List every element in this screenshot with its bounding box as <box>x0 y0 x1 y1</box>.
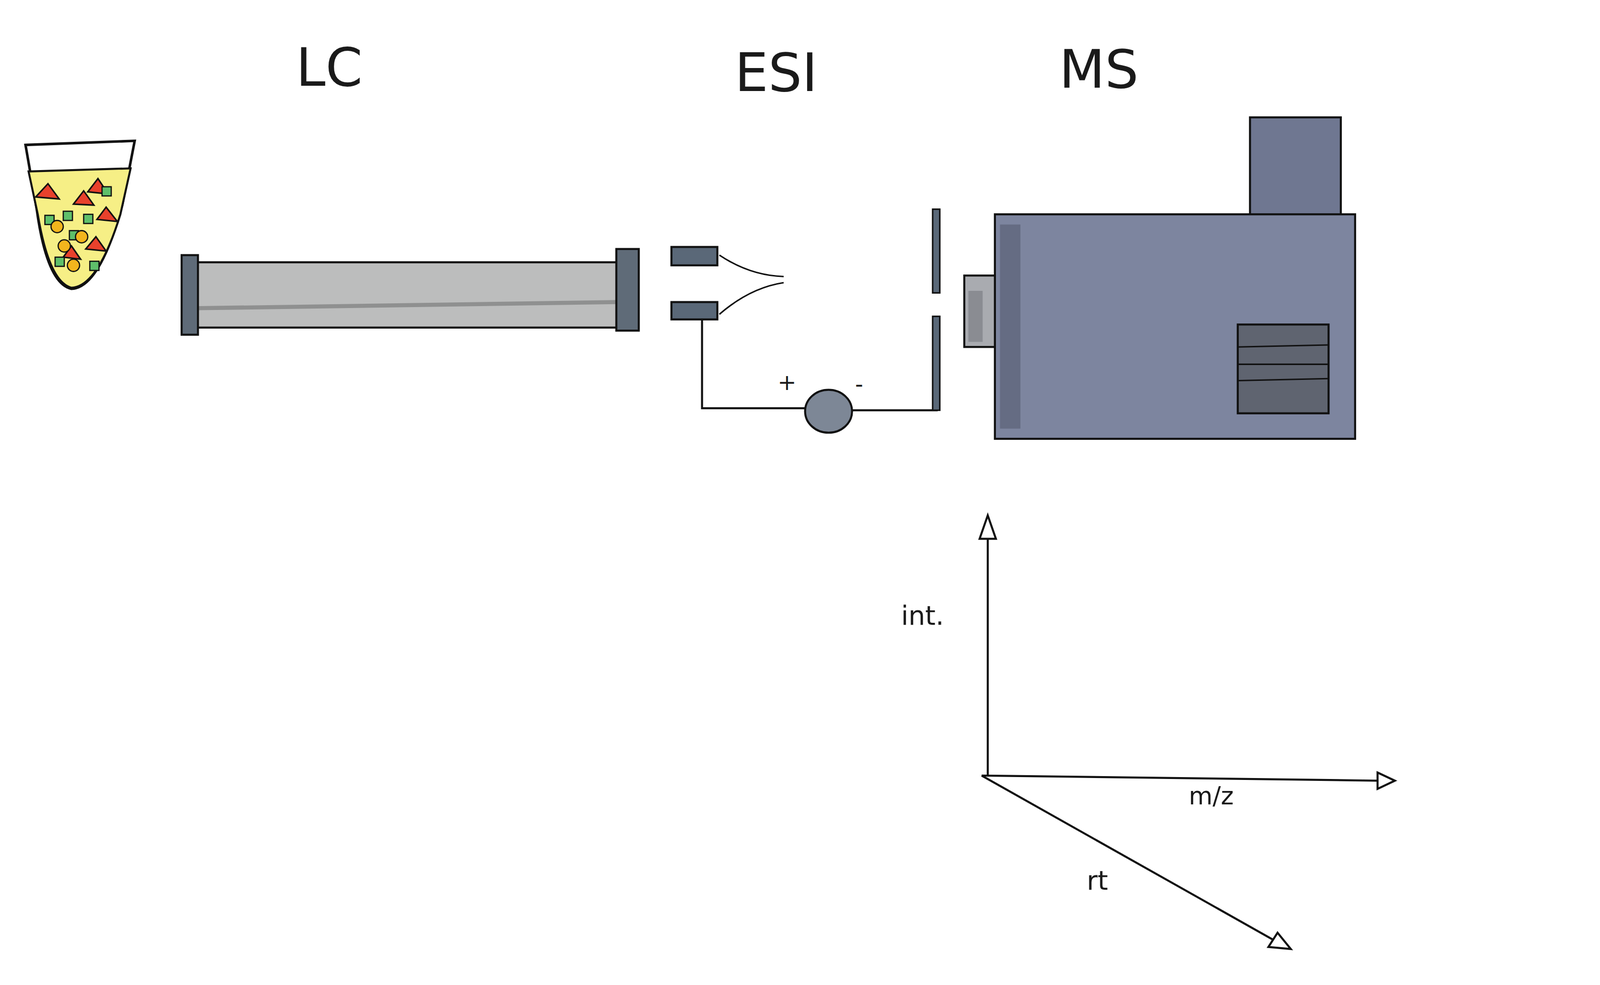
analyte-circle <box>51 220 64 233</box>
analyte-triangle <box>73 190 94 206</box>
column-body <box>194 262 621 328</box>
ms-body <box>994 214 1356 439</box>
rt-axis <box>981 775 1281 944</box>
emitter-electrode <box>671 246 718 265</box>
intensity-axis <box>986 530 989 776</box>
emitter-electrode <box>671 302 718 320</box>
axis-label: rt <box>1086 867 1109 894</box>
ms-inlet <box>964 275 995 347</box>
analyte-square <box>63 211 73 221</box>
analyte-circle <box>75 230 89 243</box>
analyte-circle <box>57 240 71 253</box>
axis-label: m/z <box>1188 783 1235 809</box>
lc-column <box>181 249 639 335</box>
mz-axis <box>981 775 1380 781</box>
analyte-square <box>89 261 99 271</box>
section-heading: ESI <box>734 45 818 100</box>
polarity-sign: - <box>855 373 864 397</box>
voltage-source <box>805 389 853 433</box>
counter-electrode <box>932 209 940 294</box>
axis-arrowhead <box>1268 932 1292 949</box>
panel-line <box>1237 378 1329 381</box>
esi-source <box>671 209 940 433</box>
wire <box>851 318 938 411</box>
column-end-cap <box>181 255 198 335</box>
mass-spectrometer <box>964 117 1356 439</box>
ms-inlet-shading <box>968 290 983 343</box>
analyte-square <box>83 214 93 224</box>
panel-line <box>1237 363 1329 366</box>
analyte-square <box>55 257 65 267</box>
analyte-circle <box>67 259 80 272</box>
sample-vial <box>25 140 135 289</box>
wire <box>702 319 807 409</box>
taylor-cone <box>719 282 784 315</box>
vial-liquid <box>28 168 131 288</box>
ms-chimney <box>1249 117 1341 217</box>
ms-shading <box>999 224 1021 429</box>
analyte-triangle <box>85 236 107 252</box>
ms-panel <box>1237 324 1329 413</box>
column-end-cap <box>616 249 640 331</box>
axis-arrowhead <box>1377 772 1395 789</box>
panel-line <box>1237 344 1329 347</box>
analyte-triangle <box>96 206 118 222</box>
analyte-square <box>102 186 112 196</box>
vial-outline <box>25 140 135 289</box>
plot-axes <box>979 515 1395 949</box>
polarity-sign: + <box>777 371 797 394</box>
counter-electrode <box>932 316 940 411</box>
analyte-triangle <box>35 183 60 199</box>
axis-label: int. <box>901 602 945 629</box>
axis-arrowhead <box>979 515 996 539</box>
column-shading <box>197 302 617 309</box>
taylor-cone <box>719 255 784 277</box>
section-heading: MS <box>1059 42 1139 96</box>
section-heading: LC <box>296 40 363 94</box>
